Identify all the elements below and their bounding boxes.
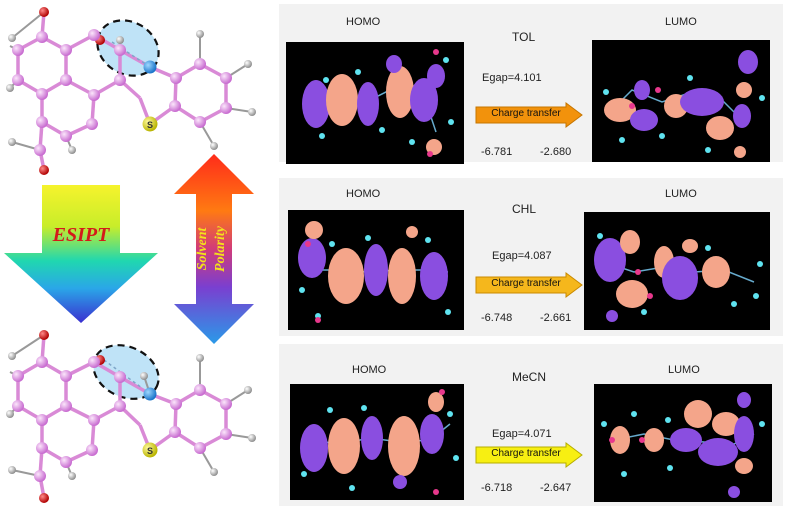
charge-transfer-arrow-tol (475, 102, 583, 128)
solvent-name-mecn: MeCN (512, 370, 547, 384)
solvent-name-tol: TOL (512, 30, 536, 44)
homo-label-chl: HOMO (346, 188, 381, 200)
charge-transfer-arrow-mecn (475, 442, 583, 468)
egap-mecn: Egap=4.071 (492, 428, 552, 440)
charge-transfer-arrow-chl (475, 272, 583, 298)
homo-energy-mecn: -6.718 (481, 482, 513, 494)
homo-label-mecn: HOMO (352, 364, 387, 376)
homo-energy-tol: -6.781 (481, 146, 513, 158)
homo-orbital-chl (288, 210, 464, 330)
solvent-label-2: Polarity (213, 225, 228, 272)
solvent-name-chl: CHL (512, 202, 537, 216)
lumo-label-chl: LUMO (665, 188, 697, 200)
lumo-energy-chl: -2.661 (540, 312, 572, 324)
homo-orbital-tol (286, 42, 464, 164)
lumo-orbital-chl (584, 212, 770, 330)
lumo-label-tol: LUMO (665, 16, 697, 28)
homo-energy-chl: -6.748 (481, 312, 513, 324)
solvent-polarity-arrow: Solvent Polarity (174, 154, 254, 344)
lumo-orbital-tol (592, 40, 770, 162)
charge-transfer-label-mecn: Charge transfer (491, 448, 561, 459)
esipt-arrow: ESIPT (4, 185, 158, 323)
hbond-highlight (96, 19, 160, 77)
lumo-energy-mecn: -2.647 (540, 482, 572, 494)
sulfur-label: S (147, 120, 153, 130)
lumo-orbital-mecn (594, 384, 772, 502)
esipt-label: ESIPT (52, 224, 110, 246)
hbond-highlight-keto (92, 344, 160, 400)
lumo-energy-tol: -2.680 (540, 146, 572, 158)
molecule-enol: S (6, 7, 256, 175)
charge-transfer-label-tol: Charge transfer (491, 108, 561, 119)
sulfur-label-keto: S (147, 446, 153, 456)
lumo-label-mecn: LUMO (668, 364, 700, 376)
homo-label-tol: HOMO (346, 16, 381, 28)
molecule-keto: S (6, 330, 256, 503)
charge-transfer-label-chl: Charge transfer (491, 278, 561, 289)
homo-orbital-mecn (290, 384, 464, 500)
egap-chl: Egap=4.087 (492, 250, 552, 262)
solvent-label-1: Solvent (195, 227, 210, 271)
egap-tol: Egap=4.101 (482, 72, 542, 84)
